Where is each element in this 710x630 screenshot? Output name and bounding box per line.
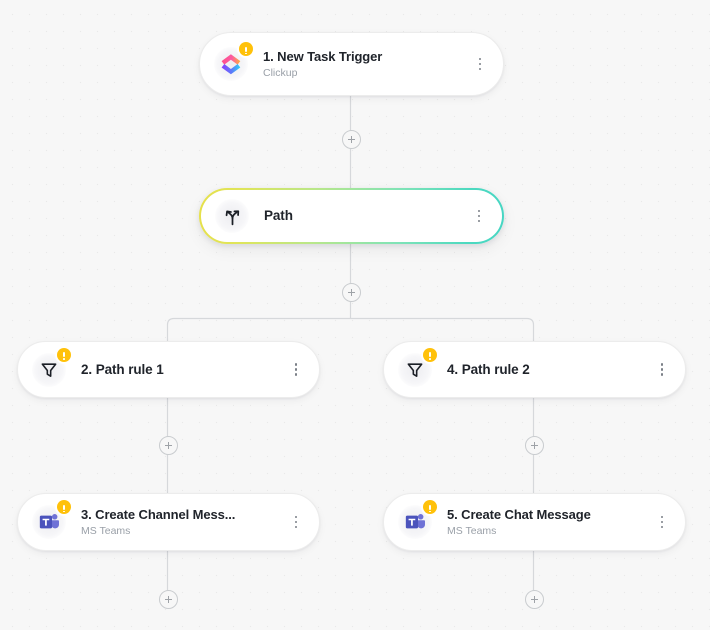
ms-teams-icon [32,500,71,539]
kebab-menu-icon[interactable] [283,507,309,537]
node-path-rule-1[interactable]: 2. Path rule 1 [17,341,320,398]
warning-badge-icon [239,42,253,56]
node-title: 5. Create Chat Message [447,506,591,522]
warning-badge-icon [57,347,71,362]
node-create-channel-message[interactable]: 3. Create Channel Mess... MS Teams [17,493,320,551]
node-labels: Path [264,208,466,224]
node-title: 2. Path rule 1 [81,361,164,377]
node-new-task-trigger[interactable]: 1. New Task Trigger Clickup [199,32,504,96]
add-step-button-after-trigger[interactable] [342,130,361,149]
add-step-button-after-path-rule-2[interactable] [525,436,544,455]
node-subtitle: Clickup [263,66,298,79]
node-subtitle: MS Teams [81,524,131,537]
kebab-menu-icon[interactable] [466,201,492,231]
kebab-menu-icon[interactable] [283,355,309,385]
add-step-button-after-channel-message[interactable] [159,590,178,609]
filter-funnel-icon [398,347,437,387]
edge-split-bar [166,317,535,342]
clickup-logo-icon [214,42,253,81]
add-step-button-after-path[interactable] [342,283,361,302]
node-subtitle: MS Teams [447,524,497,537]
node-title: 3. Create Channel Mess... [81,506,236,522]
add-step-button-after-chat-message[interactable] [525,590,544,609]
warning-badge-icon [423,500,437,514]
warning-badge-icon [57,500,71,514]
filter-funnel-icon [32,347,71,387]
path-branch-icon [215,199,249,233]
node-title: Path [264,208,293,223]
node-labels: 3. Create Channel Mess... MS Teams [81,507,283,538]
node-title: 1. New Task Trigger [263,48,383,64]
node-labels: 4. Path rule 2 [447,362,649,378]
node-labels: 5. Create Chat Message MS Teams [447,507,649,538]
node-title: 4. Path rule 2 [447,361,530,377]
add-step-button-after-path-rule-1[interactable] [159,436,178,455]
node-path-rule-2[interactable]: 4. Path rule 2 [383,341,686,398]
node-path[interactable]: Path [199,188,504,244]
node-labels: 1. New Task Trigger Clickup [263,49,467,80]
kebab-menu-icon[interactable] [649,355,675,385]
kebab-menu-icon[interactable] [467,49,493,79]
node-create-chat-message[interactable]: 5. Create Chat Message MS Teams [383,493,686,551]
kebab-menu-icon[interactable] [649,507,675,537]
warning-badge-icon [423,347,437,362]
node-labels: 2. Path rule 1 [81,362,283,378]
ms-teams-icon [398,500,437,539]
